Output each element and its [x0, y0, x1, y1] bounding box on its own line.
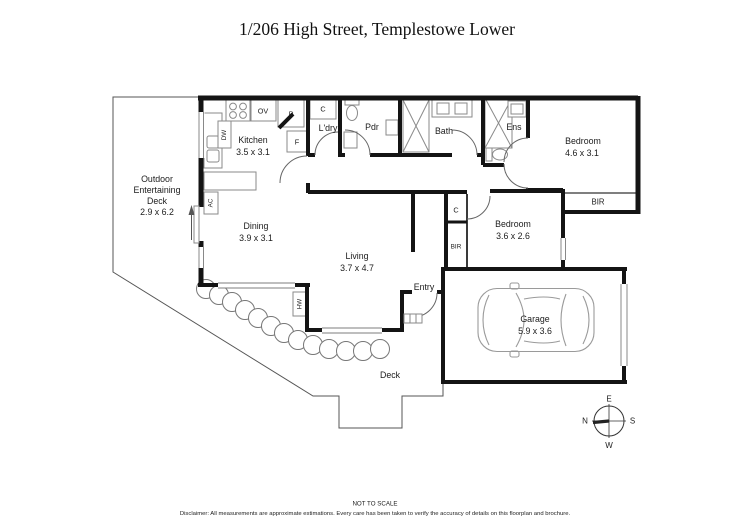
door-arc — [314, 131, 339, 156]
room-label-kitchen: Kitchen — [238, 135, 267, 145]
compass-west: W — [605, 441, 613, 450]
door-arc — [503, 137, 529, 163]
window — [559, 238, 567, 260]
label-closet-c: C — [453, 206, 458, 215]
page-title: 1/206 High Street, Templestowe Lower — [239, 19, 515, 39]
window — [218, 281, 295, 289]
window — [197, 247, 205, 268]
label-cupboard: C — [320, 105, 325, 114]
room-label-powder: Pdr — [365, 122, 379, 132]
room-label-entry: Entry — [414, 282, 435, 292]
compass-south: S — [630, 417, 635, 426]
room-dims-bedroom-second: 3.6 x 2.6 — [496, 231, 530, 241]
closet-column — [446, 194, 468, 268]
label-outdoor-deck-4: 2.9 x 6.2 — [140, 207, 174, 217]
label-bir-main: BIR — [592, 198, 605, 207]
door-arc — [279, 155, 308, 184]
room-dims-kitchen: 3.5 x 3.1 — [236, 147, 270, 157]
entry-step — [403, 313, 423, 324]
sink-icon — [206, 135, 220, 149]
room-label-dining: Dining — [244, 221, 269, 231]
vanity-icon — [431, 99, 473, 118]
label-outdoor-deck-1: Outdoor — [141, 174, 173, 184]
sliding-door — [188, 205, 200, 244]
room-label-bath: Bath — [435, 126, 453, 136]
windows — [197, 112, 629, 366]
room-dims-bedroom-main: 4.6 x 3.1 — [565, 148, 599, 158]
door-arc — [412, 292, 438, 318]
window — [197, 112, 205, 158]
label-outdoor-deck-3: Deck — [147, 196, 168, 206]
shrub-row — [196, 279, 390, 361]
label-bir-second: BIR — [451, 244, 462, 251]
door-arc — [466, 195, 491, 220]
cooktop-icon — [225, 99, 251, 122]
label-oven: OV — [258, 107, 269, 116]
window — [322, 326, 382, 334]
room-dims-dining: 3.9 x 3.1 — [239, 233, 273, 243]
room-dims-living: 3.7 x 4.7 — [340, 263, 374, 273]
footer-disclaimer: Disclaimer: All measurements are approxi… — [180, 511, 571, 517]
door-arc — [451, 129, 478, 156]
compass-east: E — [606, 395, 611, 404]
room-label-garage: Garage — [520, 314, 549, 324]
deck-outline — [112, 96, 444, 429]
vanity-icon — [507, 100, 527, 118]
door-arcs — [279, 129, 529, 318]
room-label-living: Living — [346, 251, 369, 261]
toilet-icon — [485, 147, 508, 162]
label-pantry: P — [289, 110, 294, 119]
label-hw: HW — [297, 299, 304, 310]
room-label-deck: Deck — [380, 370, 401, 380]
label-dishwasher: DW — [221, 130, 228, 141]
basin-icon — [385, 119, 399, 136]
dishwasher-box — [217, 120, 232, 149]
shower-icon — [402, 99, 430, 153]
room-label-ensuite: Ens — [506, 122, 522, 132]
room-label-bedroom-main: Bedroom — [565, 136, 601, 146]
door-arc — [503, 163, 529, 189]
label-ac: AC — [208, 198, 215, 207]
ac-unit — [203, 191, 219, 215]
sink-icon — [206, 149, 220, 163]
car-icon — [477, 282, 595, 358]
toilet-icon — [344, 98, 360, 121]
room-label-laundry: L'dry — [319, 123, 338, 133]
room-dims-garage: 5.9 x 3.6 — [518, 326, 552, 336]
garage-door — [619, 284, 629, 366]
laundry-trough-icon — [343, 131, 358, 149]
footer-scale-note: NOT TO SCALE — [352, 501, 397, 508]
compass-icon: E S W N — [582, 395, 635, 451]
label-fridge: F — [295, 138, 300, 147]
compass-north: N — [582, 417, 588, 426]
walls — [198, 95, 641, 384]
label-outdoor-deck-2: Entertaining — [134, 185, 181, 195]
door-arc — [344, 129, 371, 156]
room-label-bedroom-second: Bedroom — [495, 219, 531, 229]
